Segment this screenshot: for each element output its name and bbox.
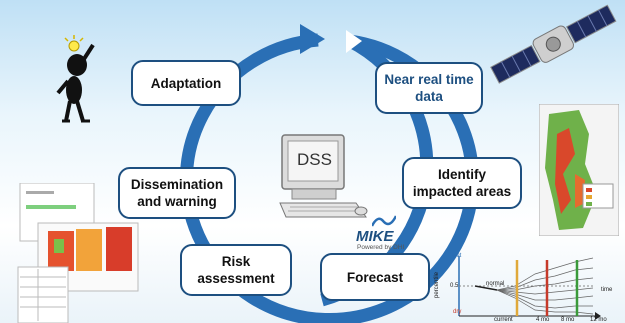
step-risk-label-2: assessment: [197, 271, 275, 286]
plot-ylabel-percentile: percentile: [434, 271, 440, 298]
forecast-ensemble-plot: [458, 256, 601, 320]
computer-icon: [279, 134, 368, 218]
plot-tick-4mo: 4 mo: [536, 317, 550, 323]
satellite-icon: [490, 4, 617, 84]
plot-label-dry: dry: [453, 309, 462, 315]
plot-label-p05: 0.5: [450, 283, 459, 289]
dss-label: DSS: [297, 150, 332, 169]
step-identify-impacted-areas: Identify impacted areas: [402, 157, 522, 209]
impact-map-image: [539, 104, 619, 236]
step-near-real-time-label-1: Near real time: [384, 72, 474, 87]
plot-label-wet: wet: [452, 253, 462, 259]
cycle-gap: [346, 30, 362, 53]
step-adaptation-label: Adaptation: [150, 75, 222, 91]
step-dissemination-label-1: Dissemination: [130, 177, 224, 192]
plot-tick-current: current: [494, 317, 513, 323]
step-forecast-label: Forecast: [346, 269, 404, 285]
step-identify-label-2: impacted areas: [412, 184, 512, 199]
step-dissemination-label-2: and warning: [137, 194, 217, 209]
step-dissemination-warning: Dissemination and warning: [118, 167, 236, 219]
mike-powered-by: Powered by DHI: [357, 244, 405, 251]
step-near-real-time-data: Near real time data: [375, 62, 483, 114]
plot-label-normal: normal: [486, 281, 505, 287]
plot-tick-12mo: 12 mo: [590, 317, 607, 323]
mike-logo-text: MIKE: [356, 228, 394, 245]
cycle-arrowhead: [300, 24, 325, 54]
step-risk-assessment: Risk assessment: [180, 244, 292, 296]
step-forecast: Forecast: [320, 253, 430, 301]
cycle-arc-left: [180, 33, 479, 323]
step-risk-label-1: Risk: [221, 254, 251, 269]
step-near-real-time-label-2: data: [415, 89, 443, 104]
step-identify-label-1: Identify: [437, 167, 486, 182]
thinking-person-icon: [56, 35, 95, 123]
step-adaptation: Adaptation: [131, 60, 241, 106]
mike-wave-icon: [372, 215, 396, 227]
warning-reports-image: [17, 183, 139, 323]
plot-label-time: time: [601, 287, 613, 293]
plot-tick-8mo: 8 mo: [561, 317, 575, 323]
